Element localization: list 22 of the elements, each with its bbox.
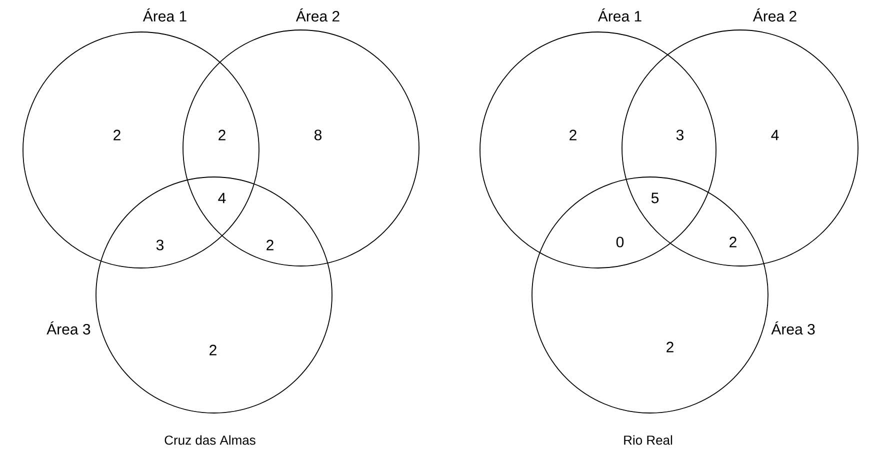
- circle-label: Área 1: [142, 8, 186, 22]
- circle-label: Área 2: [296, 8, 340, 22]
- region-count: 0: [616, 236, 624, 248]
- region-count: 2: [114, 130, 120, 140]
- region-count: 8: [314, 130, 322, 140]
- region-count: 4: [218, 192, 226, 204]
- region-count: 2: [266, 240, 274, 250]
- region-count: 3: [676, 130, 684, 140]
- circle-label: Área 2: [752, 8, 796, 22]
- region-count: 2: [666, 342, 674, 352]
- region-count: 2: [210, 344, 216, 356]
- circle-label: Área 1: [598, 8, 642, 22]
- circle-label: Área 3: [771, 321, 815, 335]
- region-count: 5: [651, 192, 659, 204]
- region-count: 2: [570, 130, 576, 140]
- region-count: 3: [156, 240, 164, 250]
- region-count: 2: [218, 130, 226, 140]
- panel-caption: Cruz das Almas: [164, 435, 256, 445]
- circle-label: Área 3: [46, 321, 90, 335]
- panel-caption: Rio Real: [624, 435, 672, 445]
- region-count: 2: [730, 236, 736, 248]
- region-count: 4: [771, 130, 779, 140]
